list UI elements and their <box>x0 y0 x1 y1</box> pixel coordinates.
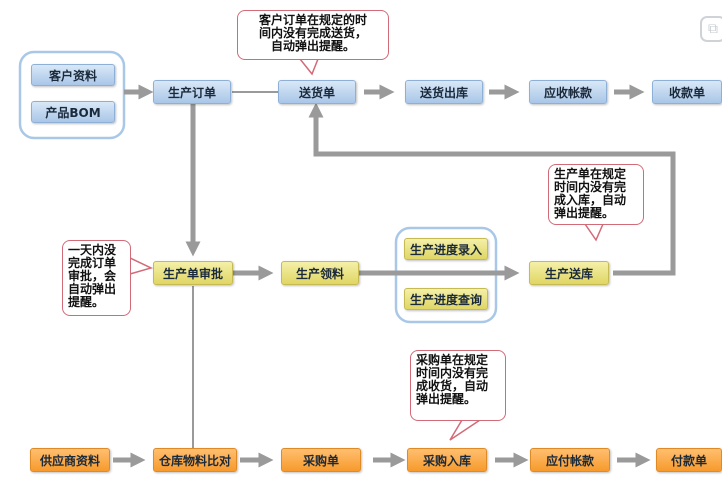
node-purchase-order: 采购单 <box>281 448 361 472</box>
node-supplier-data: 供应商资料 <box>30 448 110 472</box>
callout-purchase-reminder: 采购单在规定 时间内没有完 成收货，自动 弹出提醒。 <box>410 350 506 421</box>
node-product-bom: 产品BOM <box>31 101 115 123</box>
node-receipt: 收款单 <box>652 80 722 104</box>
node-purchase-in: 采购入库 <box>407 448 487 472</box>
node-material-requisition: 生产领料 <box>281 261 359 285</box>
source-data-group <box>18 50 126 140</box>
node-production-order: 生产订单 <box>153 80 231 104</box>
node-receivable: 应收帐款 <box>529 80 607 104</box>
arrow-loop-to-delivery <box>308 102 676 276</box>
node-payment: 付款单 <box>656 448 722 472</box>
node-production-approval: 生产单审批 <box>153 261 233 285</box>
callout-pointer-production <box>583 223 605 242</box>
node-customer-data: 客户资料 <box>31 64 115 86</box>
node-delivery-order: 送货单 <box>278 80 356 104</box>
callout-delivery-reminder: 客户订单在规定的时 间内没有完成送货， 自动弹出提醒。 <box>237 10 389 60</box>
node-progress-entry: 生产进度录入 <box>404 238 488 260</box>
callout-approval-reminder: 一天内没 完成订单 审批，会 自动弹出 提醒。 <box>62 240 131 316</box>
callout-pointer-delivery <box>298 58 320 76</box>
node-payable: 应付帐款 <box>530 448 610 472</box>
copy-icon[interactable]: ⧉ <box>700 16 722 42</box>
node-progress-query: 生产进度查询 <box>404 288 488 310</box>
node-delivery-out: 送货出库 <box>405 80 483 104</box>
node-production-delivery: 生产送库 <box>529 261 609 285</box>
callout-production-reminder: 生产单在规定 时间内没有完 成入库，自动 弹出提醒。 <box>548 164 644 225</box>
callout-pointer-purchase <box>449 419 483 441</box>
node-warehouse-compare: 仓库物料比对 <box>153 448 237 472</box>
callout-pointer-approval <box>129 256 154 275</box>
